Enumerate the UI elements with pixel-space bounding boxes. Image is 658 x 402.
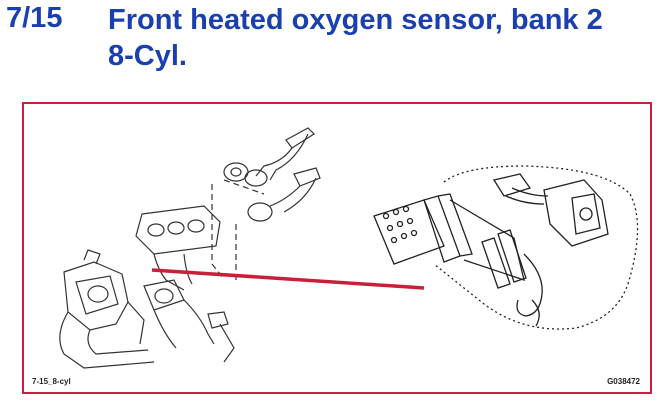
sensor-probe	[373, 199, 445, 265]
page-title: Front heated oxygen sensor, bank 2 8-Cyl…	[108, 2, 653, 74]
figure-label-left: 7-15_8-cyl	[32, 377, 71, 386]
pipe-flange-top	[285, 127, 315, 149]
oxygen-sensor-drawing	[373, 173, 609, 327]
pointer-line	[151, 268, 425, 290]
sensor-boss	[143, 279, 185, 311]
gasket-ring-2	[244, 169, 268, 187]
connector-clip	[492, 173, 532, 197]
detail-outline	[433, 165, 639, 330]
pipe-flange-mid	[293, 167, 321, 187]
catalytic-converter	[63, 261, 129, 331]
sensor-connector	[543, 179, 609, 247]
illustration-frame: 7-15_8-cyl G038472	[22, 102, 652, 394]
gasket-ring-3	[247, 202, 273, 222]
title-line-2: 8-Cyl.	[108, 40, 187, 72]
sensor-wire-loop	[516, 253, 543, 317]
page-number: 7/15	[6, 2, 63, 34]
gasket-ring-1	[223, 162, 249, 182]
exhaust-pipes-drawing	[59, 127, 321, 369]
figure-label-right: G038472	[607, 377, 640, 386]
title-line-1: Front heated oxygen sensor, bank 2	[108, 4, 603, 36]
exhaust-manifold	[135, 205, 221, 255]
engine-illustration	[59, 127, 639, 369]
